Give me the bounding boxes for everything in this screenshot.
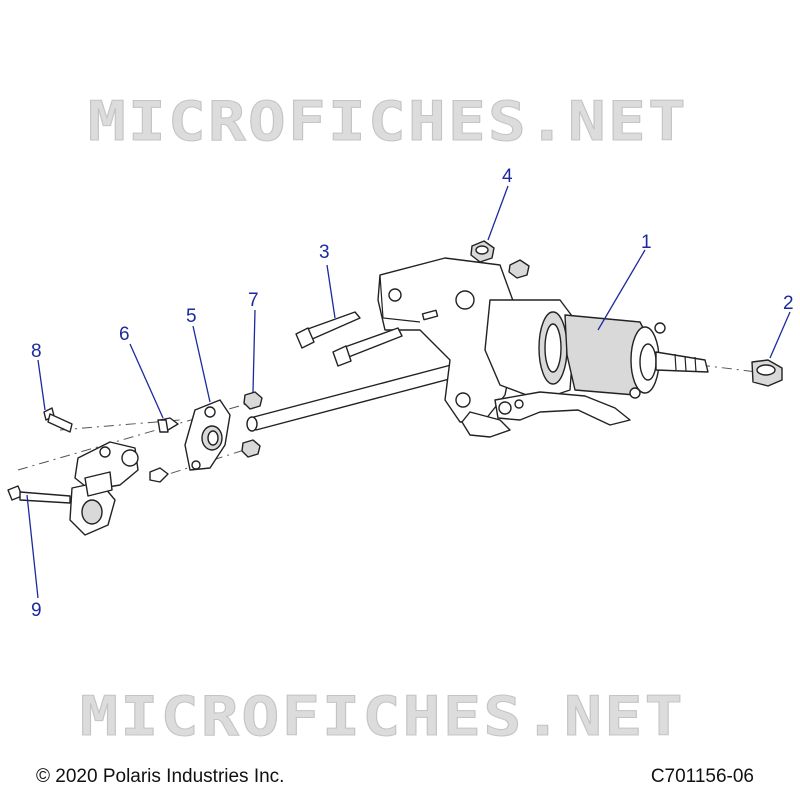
nut-7 <box>241 391 263 458</box>
bolt-3 <box>295 311 403 367</box>
watermark-bottom: MICROFICHES.NET <box>80 685 685 748</box>
nut-4 <box>470 240 530 279</box>
bolt-8 <box>43 407 73 433</box>
leader-lines <box>26 185 791 599</box>
steering-column-unit <box>484 299 709 401</box>
nut-2 <box>751 359 783 387</box>
watermark-top: MICROFICHES.NET <box>88 90 688 153</box>
bolt-6 <box>149 417 179 483</box>
callout-7: 7 <box>248 290 259 311</box>
callout-6: 6 <box>119 324 130 345</box>
callout-1: 1 <box>641 232 652 253</box>
callout-4: 4 <box>502 166 513 187</box>
tilt-lever <box>461 391 631 438</box>
callout-9: 9 <box>31 600 42 621</box>
steering-shaft <box>246 359 477 432</box>
bolt-9 <box>7 485 71 504</box>
copyright-text: © 2020 Polaris Industries Inc. <box>36 766 285 787</box>
callout-5: 5 <box>186 306 197 327</box>
callout-2: 2 <box>783 293 794 314</box>
callout-8: 8 <box>31 341 42 362</box>
universal-joint <box>69 441 139 536</box>
figure-id: C701156-06 <box>650 766 754 787</box>
callout-3: 3 <box>319 242 330 263</box>
flange-bearing-5 <box>184 399 231 471</box>
